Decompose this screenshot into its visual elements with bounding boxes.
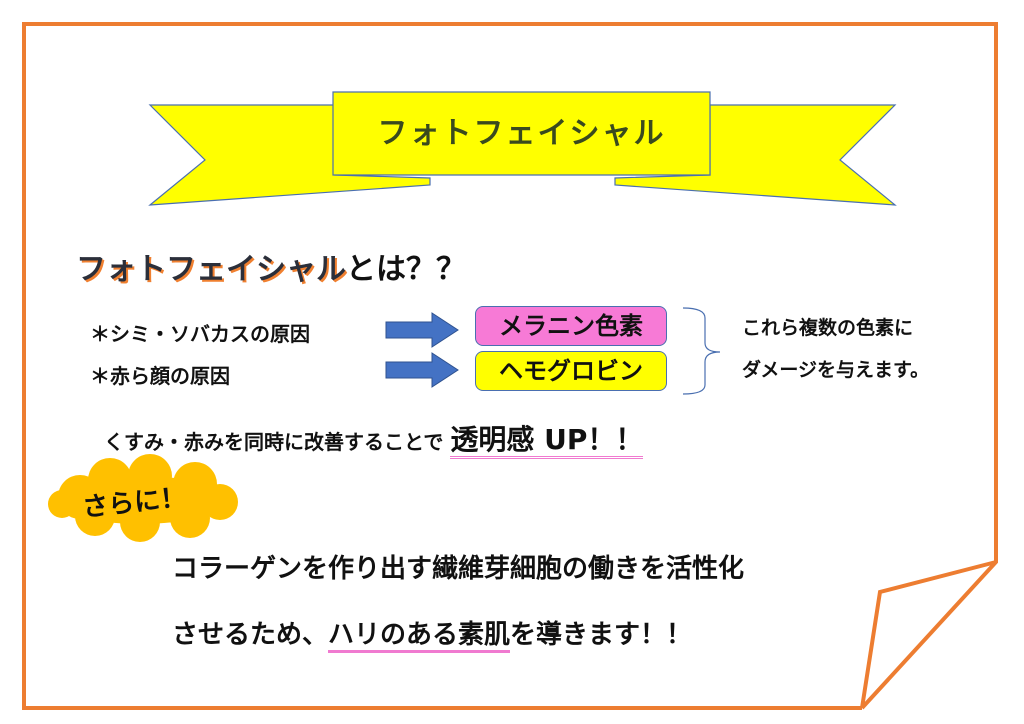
note-line: ダメージを与えます。 <box>742 359 930 381</box>
page-frame <box>22 22 998 710</box>
note-line: これら複数の色素に <box>742 317 914 339</box>
pigment-badge: ヘモグロビン <box>475 351 667 391</box>
section-heading: フォトフェイシャルとは？？ <box>76 244 466 288</box>
arrows <box>385 312 459 388</box>
body-highlight: ハリのある素肌 <box>328 620 511 653</box>
summary: くすみ・赤みを同時に改善することで 透明感 UP！！ <box>104 418 644 459</box>
arrow-right-icon <box>385 312 459 348</box>
cloud-bubble <box>48 454 238 542</box>
heading-rest: とは？？ <box>346 252 466 287</box>
body-text: させるため、 <box>172 620 329 650</box>
summary-highlight: 透明感 UP！！ <box>450 423 644 459</box>
brace <box>682 307 721 395</box>
pigment-badge: メラニン色素 <box>475 306 667 346</box>
body-line: コラーゲンを作り出す繊維芽細胞の働きを活性化 <box>172 554 745 584</box>
cause-label: ＊シミ・ソバカスの原因 <box>90 322 310 346</box>
body-line: させるため、ハリのある素肌を導きます！！ <box>172 614 693 653</box>
banner-title: フォトフェイシャル <box>377 116 666 151</box>
heading-highlight: フォトフェイシャル <box>76 252 346 287</box>
arrow-right-icon <box>385 352 459 388</box>
summary-text: くすみ・赤みを同時に改善することで <box>104 430 444 454</box>
ribbon-banner <box>148 91 897 206</box>
cause-label: ＊赤ら顔の原因 <box>90 364 230 388</box>
body-text: を導きます！！ <box>510 620 693 650</box>
